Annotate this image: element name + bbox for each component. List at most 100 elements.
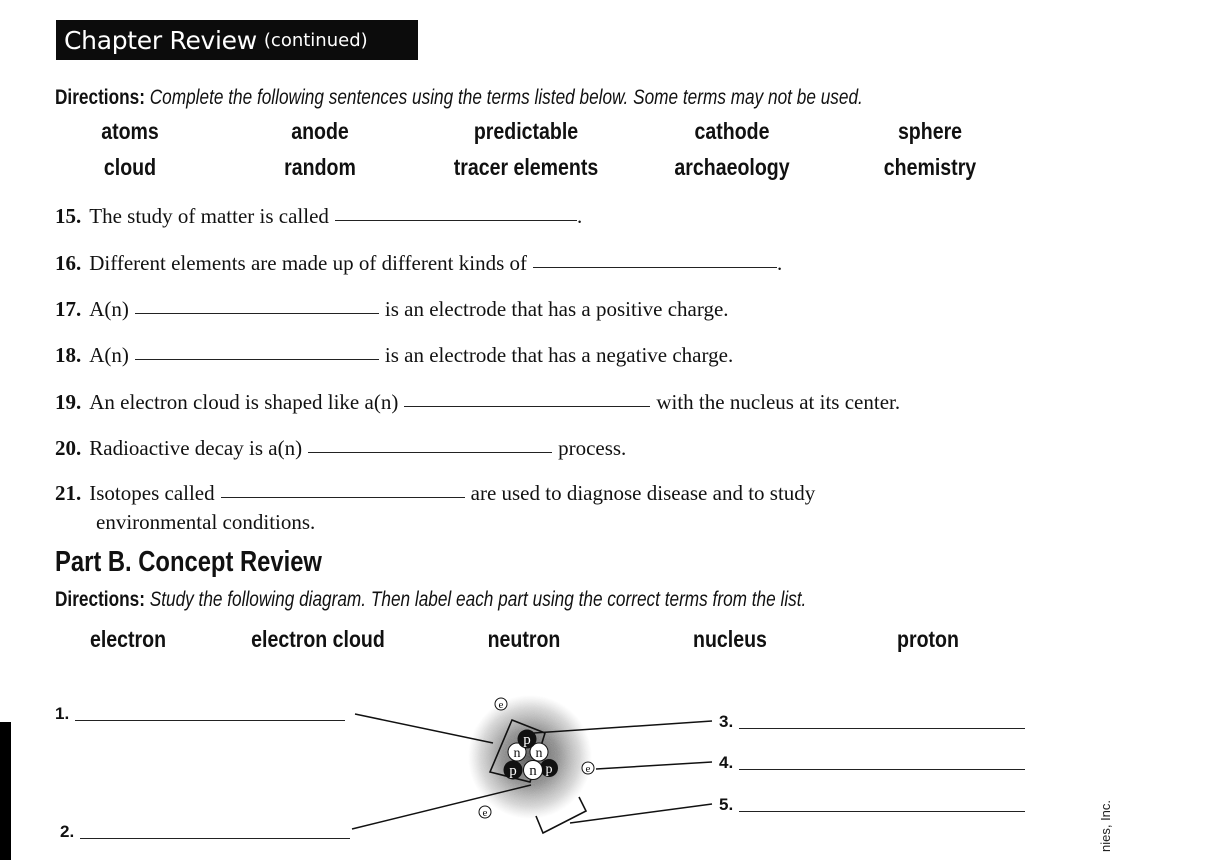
leader-line-4 (595, 761, 713, 770)
question-text-after: process. (558, 436, 627, 460)
electron: e (494, 697, 508, 711)
term-electron-cloud: electron cloud (251, 626, 385, 652)
term-predictable: predictable (473, 118, 579, 144)
leader-line-1 (354, 713, 494, 744)
leader-line-3 (533, 720, 713, 734)
diagram-label-4: 4. (719, 753, 1026, 773)
question-number: 17. (55, 297, 82, 321)
term-neutron: neutron (487, 626, 561, 652)
diagram-label-5: 5. (719, 795, 1026, 815)
term-electron: electron (89, 626, 167, 652)
question-text-after: . (576, 204, 583, 228)
term-archaeology: archaeology (674, 154, 790, 180)
directions-label: Directions: (55, 86, 145, 109)
electron-symbol: e (586, 763, 591, 775)
header-subtitle: (continued) (263, 29, 368, 51)
electron-symbol: e (483, 807, 488, 819)
question-text-before: The study of matter is called (89, 204, 329, 228)
neutron-symbol: n (529, 763, 537, 779)
directions-text: Complete the following sentences using t… (149, 86, 863, 109)
answer-blank-20[interactable] (308, 451, 553, 453)
chapter-review-header: Chapter Review (continued) (56, 20, 418, 60)
label-number: 3. (719, 712, 734, 731)
answer-blank-17[interactable] (134, 312, 379, 314)
directions-label: Directions: (55, 588, 145, 611)
question-number: 15. (55, 204, 82, 228)
term-chemistry: chemistry (883, 154, 977, 180)
label-blank-1[interactable] (75, 719, 346, 721)
proton: p (540, 759, 558, 777)
question-text-after: is an electrode that has a negative char… (384, 343, 734, 367)
label-blank-2[interactable] (80, 837, 351, 839)
answer-blank-18[interactable] (134, 358, 379, 360)
electron-symbol: e (499, 699, 504, 711)
leader-line-5 (569, 803, 713, 824)
question-19: 19. An electron cloud is shaped like a(n… (55, 390, 900, 415)
question-18: 18. A(n) is an electrode that has a nega… (55, 343, 733, 368)
page-edge-bar (0, 722, 11, 860)
proton: p (517, 729, 537, 749)
label-number: 4. (719, 753, 734, 772)
term-proton: proton (897, 626, 959, 652)
term-tracer-elements: tracer elements (453, 154, 599, 180)
diagram-label-1: 1. (55, 704, 346, 724)
question-number: 19. (55, 390, 82, 414)
neutron-symbol: n (514, 746, 521, 761)
copyright-text: nies, Inc. (1098, 799, 1113, 852)
label-number: 1. (55, 704, 70, 723)
question-text-after: is an electrode that has a positive char… (384, 297, 729, 321)
question-21: 21. Isotopes called are used to diagnose… (55, 481, 815, 506)
nucleus: n n p p n p (503, 729, 558, 780)
question-16: 16. Different elements are made up of di… (55, 251, 782, 276)
header-title: Chapter Review (64, 25, 257, 55)
electron-cloud-bracket (535, 796, 588, 835)
question-text-after: with the nucleus at its center. (656, 390, 901, 414)
part-b-directions: Directions: Study the following diagram.… (55, 588, 806, 612)
neutron-symbol: n (536, 746, 543, 761)
directions-text: Study the following diagram. Then label … (149, 588, 807, 611)
leader-line-2 (351, 784, 532, 830)
answer-blank-19[interactable] (404, 405, 651, 407)
question-text-before: A(n) (89, 297, 129, 321)
label-blank-4[interactable] (739, 768, 1026, 770)
proton-symbol: p (509, 763, 517, 779)
question-21-continuation: environmental conditions. (96, 510, 316, 534)
question-text-after: are used to diagnose disease and to stud… (470, 481, 816, 505)
diagram-label-2: 2. (60, 822, 351, 842)
proton-symbol: p (523, 732, 531, 748)
label-blank-3[interactable] (739, 727, 1026, 729)
question-text-before: A(n) (89, 343, 129, 367)
label-number: 2. (60, 822, 75, 841)
answer-blank-15[interactable] (334, 219, 577, 221)
neutron: n (529, 742, 549, 762)
term-sphere: sphere (897, 118, 963, 144)
neutron: n (507, 742, 527, 762)
nucleus-bracket (488, 718, 546, 783)
question-text-before: Radioactive decay is a(n) (89, 436, 303, 460)
electron: e (581, 761, 595, 775)
question-text-after: . (776, 251, 783, 275)
term-nucleus: nucleus (693, 626, 767, 652)
part-a-directions: Directions: Complete the following sente… (55, 86, 863, 110)
copyright-notice: nies, Inc. (1068, 790, 1132, 860)
question-20: 20. Radioactive decay is a(n) process. (55, 436, 626, 461)
term-atoms: atoms (101, 118, 159, 144)
answer-blank-21[interactable] (220, 496, 465, 498)
answer-blank-16[interactable] (532, 266, 777, 268)
proton-symbol: p (546, 762, 553, 777)
electron-cloud-texture (468, 695, 592, 819)
term-cloud: cloud (103, 154, 157, 180)
question-number: 21. (55, 481, 82, 505)
question-text-before: Different elements are made up of differ… (89, 251, 527, 275)
term-anode: anode (291, 118, 349, 144)
part-b-heading: Part B. Concept Review (55, 546, 322, 578)
question-number: 16. (55, 251, 82, 275)
label-number: 5. (719, 795, 734, 814)
proton: p (503, 760, 523, 780)
label-blank-5[interactable] (739, 810, 1026, 812)
electron: e (478, 805, 492, 819)
diagram-label-3: 3. (719, 712, 1026, 732)
question-15: 15. The study of matter is called . (55, 204, 582, 229)
question-number: 18. (55, 343, 82, 367)
